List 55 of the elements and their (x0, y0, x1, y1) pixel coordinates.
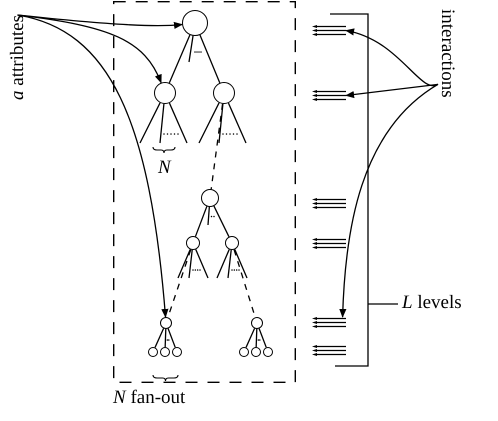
tree-branch-line (198, 102, 220, 144)
tree-branch-line (188, 36, 194, 62)
tree-branch-line (188, 250, 193, 278)
tree-branch-line (258, 328, 267, 348)
tree-node-circle (201, 189, 219, 207)
tree-branch-line (154, 328, 164, 348)
interactions-label: interactions (438, 9, 457, 98)
tree-branch-line (216, 249, 230, 278)
triple-arrow-icon (312, 90, 346, 101)
tree-branch-line (168, 328, 176, 348)
tree-branch-line (168, 102, 188, 144)
triple-arrow-icon (312, 238, 346, 249)
dashed-line (210, 104, 224, 190)
tree-node-circle (160, 347, 170, 357)
tree-branch-line (234, 249, 248, 278)
tree-branch-line (164, 328, 166, 348)
tree-node-circle (154, 82, 176, 104)
tree-branch-line (194, 206, 208, 237)
attributes-label: a attributes (8, 15, 27, 100)
dashed-frame (113, 1, 296, 383)
levels-label: L levels (402, 293, 462, 312)
tree-branch-line (256, 328, 258, 348)
fan-out-symbol: N (158, 158, 171, 177)
tree-branch-line (245, 328, 256, 348)
tree-node-circle (172, 347, 182, 357)
tree-branch-line (227, 250, 232, 278)
tree-branch-line (168, 34, 190, 84)
tree-node-circle (213, 82, 235, 104)
tree-node-circle (182, 10, 208, 36)
tree-node-circle (239, 347, 249, 357)
tree-branch-line (207, 206, 210, 226)
tree-node-circle (251, 317, 263, 329)
tree-branch-line (177, 249, 191, 278)
tree-branch-line (213, 206, 230, 237)
fan-out-caption: N fan-out (113, 388, 186, 407)
arrow (17, 14, 162, 84)
triple-arrow-icon (312, 317, 346, 328)
tree-branch-line (195, 249, 209, 278)
arrow (339, 84, 438, 318)
triple-arrow-icon (312, 25, 346, 36)
tree-branch-line (199, 34, 220, 84)
tree-node-circle (263, 347, 273, 357)
triple-arrow-icon (312, 198, 346, 209)
tree-node-circle (225, 236, 239, 250)
tree-branch-line (139, 102, 161, 144)
tree-branch-line (159, 104, 165, 144)
tree-node-circle (186, 236, 200, 250)
tree-node-circle (160, 317, 172, 329)
arrow (345, 84, 438, 98)
tree-branch-line (218, 104, 224, 144)
tree-node-circle (251, 347, 261, 357)
arrow (17, 14, 168, 318)
tree-branch-line (228, 102, 247, 144)
triple-arrow-icon (312, 345, 346, 356)
tree-node-circle (148, 347, 158, 357)
